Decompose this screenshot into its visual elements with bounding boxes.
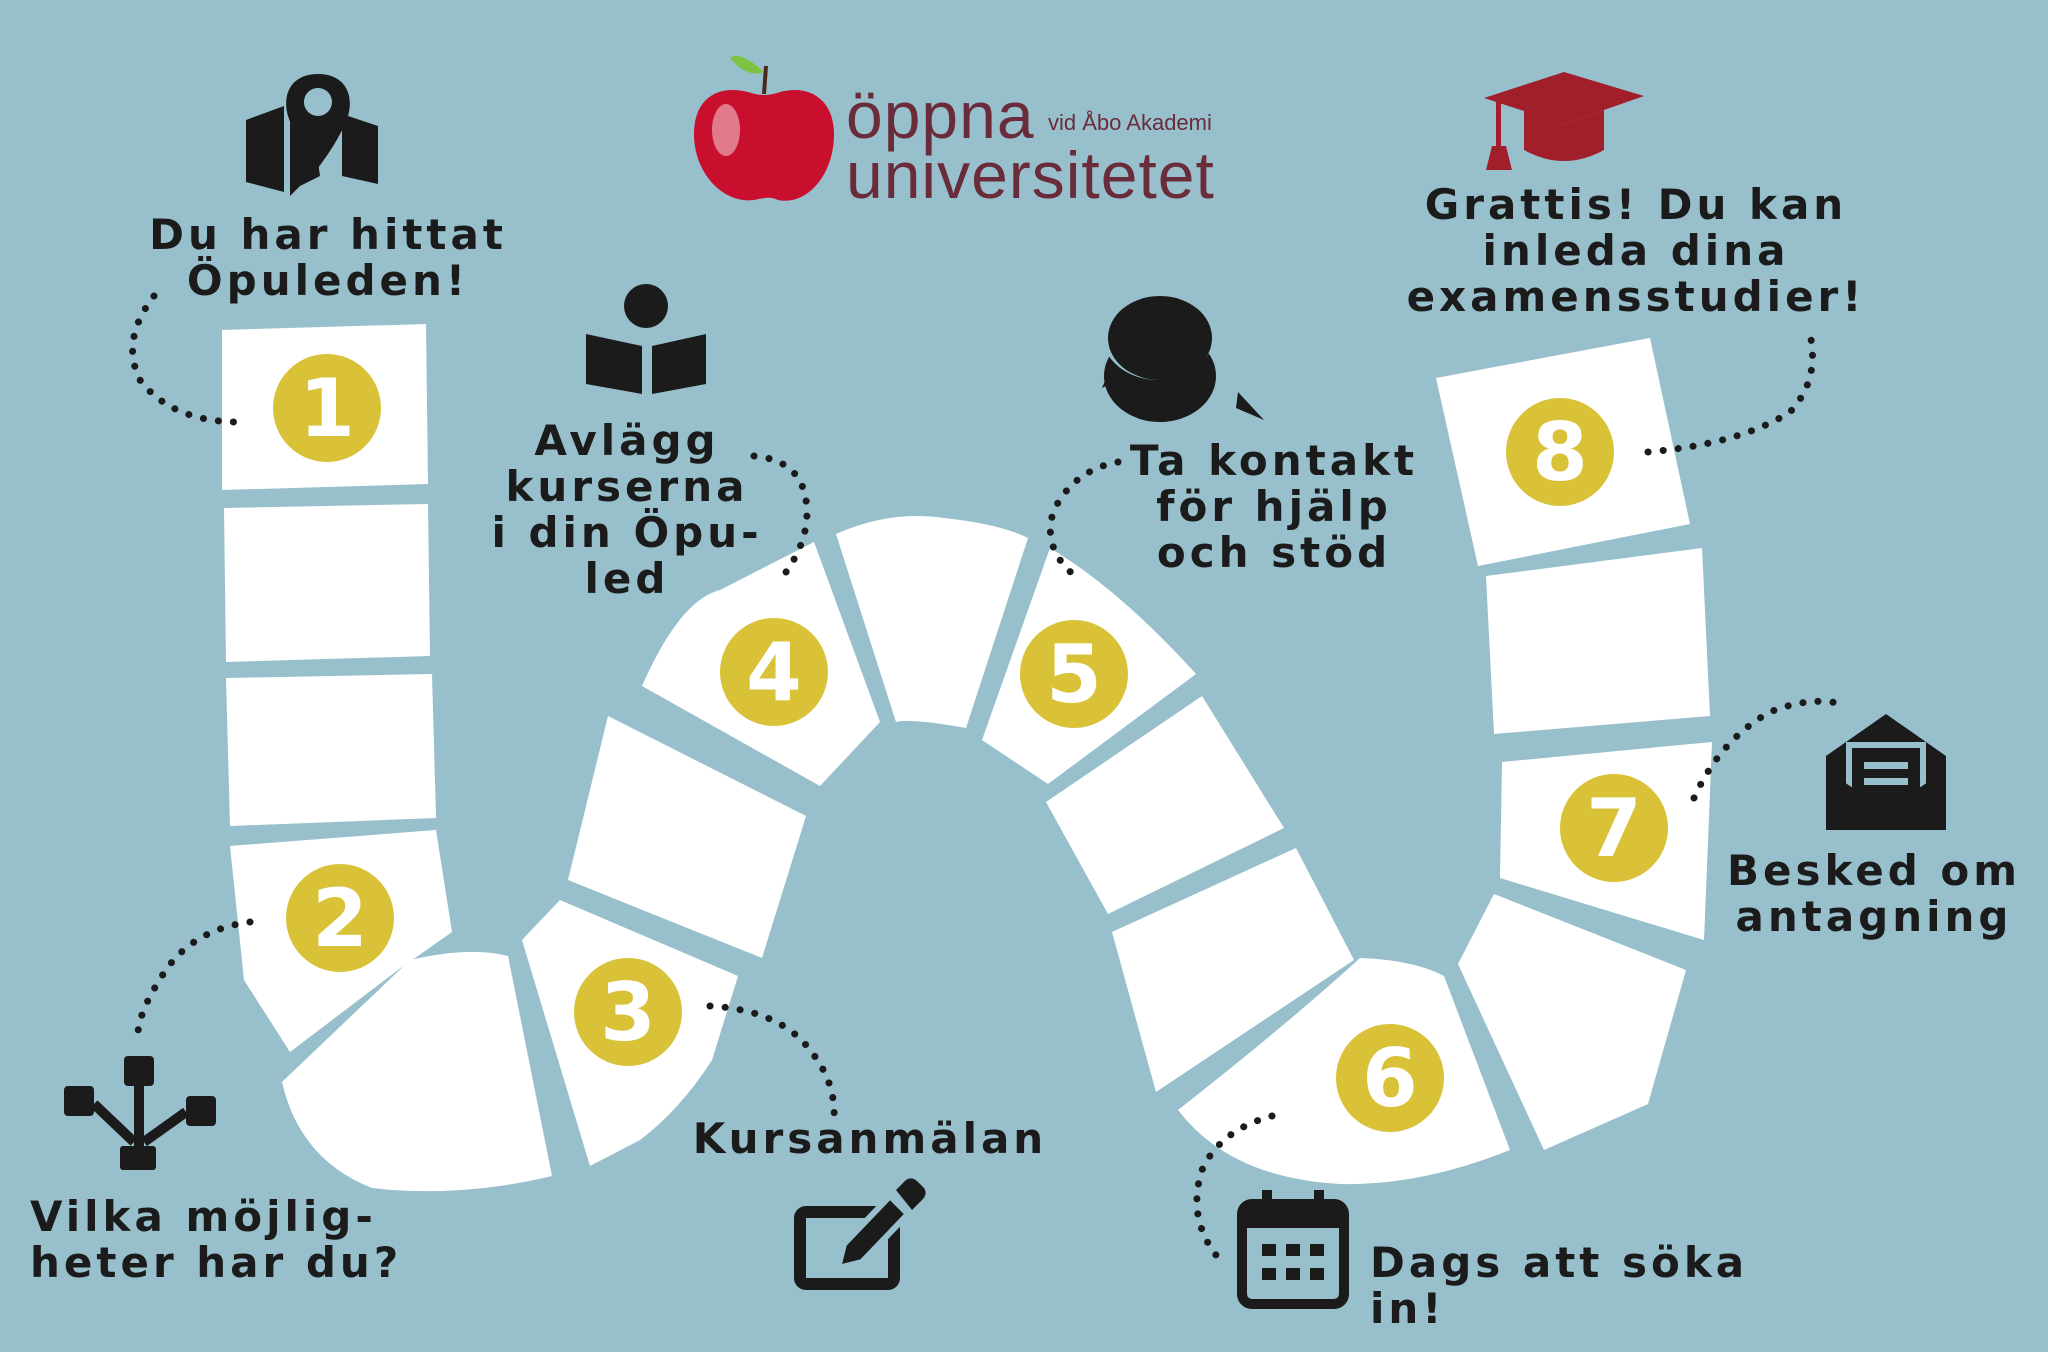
tile-blank-3 <box>282 951 552 1192</box>
svg-text:4: 4 <box>746 626 802 719</box>
step-2-label: Vilka möjlig- heter har du? <box>30 1192 403 1287</box>
logo-word-oppna: öppna <box>846 78 1035 152</box>
connector-step-3 <box>706 1002 838 1122</box>
svg-text:5: 5 <box>1046 628 1102 721</box>
logo-affiliation: vid Åbo Akademi <box>1048 110 1212 135</box>
tile-blank-5 <box>836 516 1028 728</box>
connectors <box>129 292 1846 1264</box>
tile-blank-1 <box>224 504 430 662</box>
envelope-letter-icon <box>1826 714 1946 830</box>
tile-blank-6 <box>1046 696 1284 914</box>
connector-step-4 <box>750 452 811 584</box>
step-1-label: Du har hittat Öpuleden! <box>149 210 507 305</box>
chat-bubbles-icon <box>1096 288 1264 430</box>
connector-step-5 <box>1046 458 1122 584</box>
step-3-label: Kursanmälan <box>692 1114 1048 1163</box>
path-tiles <box>222 324 1712 1192</box>
step-6-number: 6 <box>1336 1024 1444 1132</box>
logo-apple-icon <box>694 55 834 201</box>
connector-step-7 <box>1690 697 1846 802</box>
tile-blank-9 <box>1486 548 1710 734</box>
step-5-number: 5 <box>1020 620 1128 728</box>
reader-book-icon <box>586 284 706 394</box>
edit-form-icon <box>794 1178 926 1290</box>
tile-blank-2 <box>226 674 436 826</box>
step-2-number: 2 <box>286 864 394 972</box>
svg-text:1: 1 <box>299 362 355 455</box>
options-tree-icon <box>64 1056 216 1170</box>
step-5-label: Ta kontakt för hjälp och stöd <box>1129 436 1419 577</box>
step-7-number: 7 <box>1560 774 1668 882</box>
step-6-label: Dags att söka in! <box>1370 1238 1749 1333</box>
svg-text:8: 8 <box>1532 406 1588 499</box>
connector-step-1 <box>129 292 238 426</box>
svg-text:6: 6 <box>1362 1032 1418 1125</box>
svg-text:3: 3 <box>600 966 656 1059</box>
step-8-label: Grattis! Du kan inleda dina examensstudi… <box>1406 180 1866 321</box>
step-7-label: Besked om antagning <box>1726 846 2022 941</box>
calendar-icon <box>1237 1190 1349 1309</box>
map-pin-icon <box>246 74 378 196</box>
connector-step-6 <box>1193 1112 1276 1264</box>
connector-step-2 <box>134 918 254 1036</box>
step-4-label: Avlägg kurserna i din Öpu- led <box>491 416 763 603</box>
step-numbers: 1 2 3 4 5 6 7 <box>273 354 1668 1132</box>
svg-text:2: 2 <box>312 872 368 965</box>
tile-blank-4 <box>568 716 806 958</box>
step-8-number: 8 <box>1506 398 1614 506</box>
tile-blank-8 <box>1458 894 1686 1150</box>
step-3-number: 3 <box>574 958 682 1066</box>
tile-blank-7 <box>1112 848 1354 1092</box>
step-1-number: 1 <box>273 354 381 462</box>
connector-step-8 <box>1644 330 1816 456</box>
graduation-cap-icon <box>1484 72 1644 170</box>
logo-word-universitetet: universitetet <box>846 138 1215 212</box>
svg-text:7: 7 <box>1586 782 1642 875</box>
step-4-number: 4 <box>720 618 828 726</box>
